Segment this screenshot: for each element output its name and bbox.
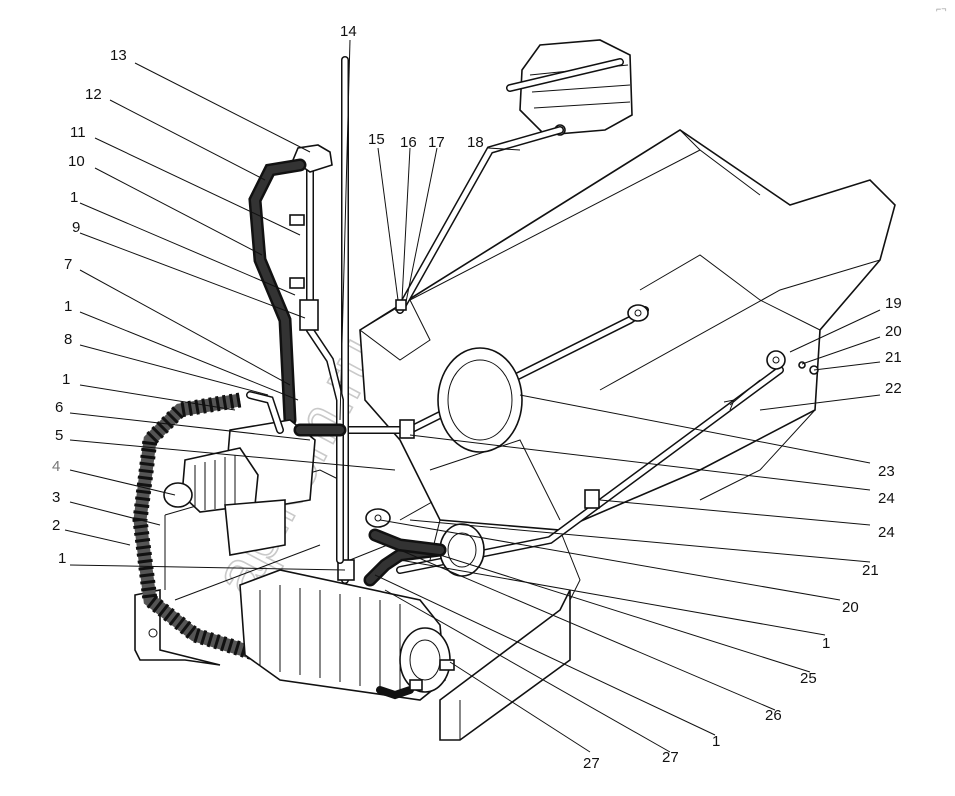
callout-21: 21 — [862, 562, 879, 579]
callout-16: 16 — [400, 134, 417, 151]
upper-pipe — [316, 304, 649, 434]
callout-labels: 13 14 12 11 10 1 9 7 1 8 1 6 5 4 3 2 1 1… — [52, 23, 902, 772]
vent-pipe — [396, 126, 564, 314]
callout-1: 1 — [822, 635, 830, 652]
callout-2: 2 — [52, 517, 60, 534]
callout-12: 12 — [85, 86, 102, 103]
callout-20: 20 — [885, 323, 902, 340]
callout-1: 1 — [62, 371, 70, 388]
callout-25: 25 — [800, 670, 817, 687]
callout-1: 1 — [712, 733, 720, 750]
callout-10: 10 — [68, 153, 85, 170]
filler-neck[interactable] — [289, 144, 344, 564]
callout-4: 4 — [52, 458, 60, 475]
leader-lines — [64, 39, 881, 753]
mounting-bracket — [439, 589, 571, 741]
callout-5: 5 — [55, 427, 63, 444]
callout-24: 24 — [878, 490, 895, 507]
expansion-tank[interactable] — [506, 39, 633, 136]
callout-6: 6 — [55, 399, 63, 416]
callout-27: 27 — [662, 749, 679, 766]
hose-clamps — [395, 299, 819, 509]
callout-11: 11 — [70, 124, 86, 141]
callout-27: 27 — [583, 755, 600, 772]
filler-hose — [248, 158, 307, 427]
corner-mark: ⌐¬ — [936, 4, 947, 14]
callout-1: 1 — [64, 298, 72, 315]
callout-24: 24 — [878, 524, 895, 541]
callout-23: 23 — [878, 463, 895, 480]
vertical-pipe — [337, 56, 355, 584]
heater-outlet-hoses — [363, 501, 447, 587]
callout-26: 26 — [765, 707, 782, 724]
callout-17: 17 — [428, 134, 445, 151]
callout-21: 21 — [885, 349, 902, 366]
callout-20: 20 — [842, 599, 859, 616]
callout-1: 1 — [70, 189, 78, 206]
engine-ports — [437, 347, 523, 577]
callout-22: 22 — [885, 380, 902, 397]
callout-7: 7 — [64, 256, 72, 273]
heater-pump[interactable] — [163, 391, 347, 556]
callout-13: 13 — [110, 47, 127, 64]
callout-19: 19 — [885, 295, 902, 312]
callout-8: 8 — [64, 331, 72, 348]
callout-15: 15 — [368, 131, 385, 148]
callout-3: 3 — [52, 489, 60, 506]
callout-18: 18 — [467, 134, 484, 151]
callout-9: 9 — [72, 219, 80, 236]
callout-14: 14 — [340, 23, 357, 40]
heater-unit[interactable] — [239, 569, 455, 701]
callout-1: 1 — [58, 550, 66, 567]
